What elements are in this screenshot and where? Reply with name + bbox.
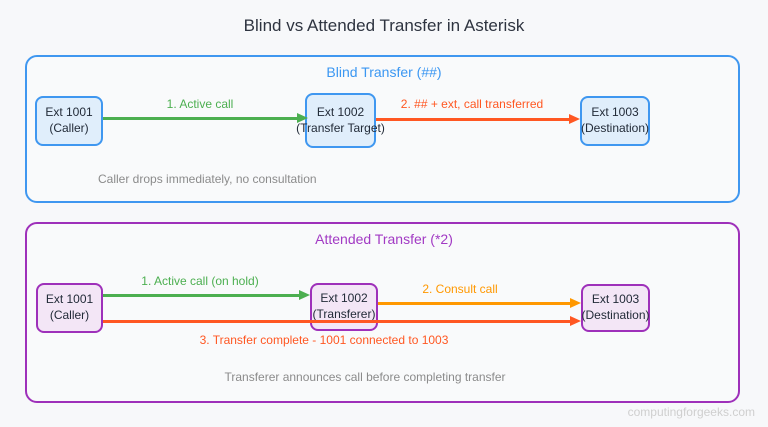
arrowhead-right-icon [570,297,581,308]
node-blind-ext1003-destination: Ext 1003 (Destination) [580,96,650,146]
node-label-line2: (Caller) [49,121,89,135]
node-label-line1: Ext 1001 [45,105,93,120]
node-blind-ext1001-caller: Ext 1001 (Caller) [35,96,103,146]
arrow-blind-transferred-line [376,118,569,121]
node-label-line2: (Transferer) [312,307,376,321]
watermark: computingforgeeks.com [627,405,755,419]
node-label-line2: (Caller) [49,308,90,322]
node-blind-ext1002-transfer-target: Ext 1002 (Transfer Target) [296,93,385,148]
node-label-line2: (Destination) [580,121,650,135]
arrowhead-right-icon [570,315,581,326]
arrow-attended-consult-line [378,302,570,305]
blind-note: Caller drops immediately, no consultatio… [98,172,317,186]
arrowhead-right-icon [299,289,310,300]
arrow-blind-active-call-line [103,117,297,120]
arrow-attended-complete-label: 3. Transfer complete - 1001 connected to… [199,333,449,347]
node-label-line1: Ext 1002 [320,291,368,306]
arrowhead-right-icon [569,113,580,124]
node-attended-ext1001-caller: Ext 1001 (Caller) [36,283,103,333]
arrow-attended-active-call-label: 1. Active call (on hold) [141,274,259,288]
arrow-attended-complete-line [103,320,570,323]
diagram-title: Blind vs Attended Transfer in Asterisk [243,16,525,35]
arrow-attended-active-call-line [103,294,299,297]
attended-transfer-section-title: Attended Transfer (*2) [315,231,453,247]
node-label-line1: Ext 1002 [316,104,365,119]
arrow-blind-active-call-label: 1. Active call [166,97,234,111]
arrow-attended-consult-label: 2. Consult call [422,282,498,296]
node-attended-ext1002-transferer: Ext 1002 (Transferer) [310,283,378,331]
node-attended-ext1003-destination: Ext 1003 (Destination) [581,284,650,332]
node-label-line1: Ext 1001 [45,292,94,307]
node-label-line1: Ext 1003 [591,105,639,120]
node-label-line2: (Transfer Target) [296,120,385,135]
blind-transfer-section-title: Blind Transfer (##) [326,64,442,80]
node-label-line2: (Destination) [581,308,650,322]
arrow-blind-transferred-label: 2. ## + ext, call transferred [400,97,544,111]
node-label-line1: Ext 1003 [591,292,640,307]
attended-note: Transferer announces call before complet… [224,370,506,384]
arrowhead-right-icon [297,112,308,123]
